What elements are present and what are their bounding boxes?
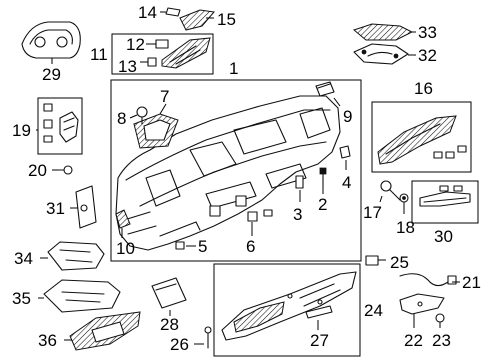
grille-part-15 <box>179 9 215 31</box>
callout-11: 11 <box>90 45 108 64</box>
callout-35: 35 <box>12 289 31 308</box>
screw-part-8 <box>129 106 148 125</box>
callout-7: 7 <box>160 87 169 106</box>
callout-15: 15 <box>217 10 236 29</box>
callout-5: 5 <box>198 237 207 256</box>
callout-21: 21 <box>462 273 481 292</box>
callout-12: 12 <box>126 35 145 54</box>
callout-8: 8 <box>117 109 126 128</box>
callout-4: 4 <box>342 173 351 192</box>
nut-part-18 <box>399 193 409 214</box>
callout-2: 2 <box>318 195 327 214</box>
screw-part-20 <box>52 165 73 175</box>
bracket-part-22 <box>399 293 445 328</box>
clip-part-3 <box>295 175 304 202</box>
glove-panel-part-24 <box>221 271 357 341</box>
vent-part-16 <box>377 115 467 165</box>
grille-part-33 <box>352 23 416 41</box>
callout-13: 13 <box>118 57 137 76</box>
callout-23: 23 <box>432 331 451 350</box>
clip-part-23 <box>435 313 445 328</box>
vent-assembly-11 <box>140 37 211 69</box>
callout-19: 19 <box>12 121 31 140</box>
callout-29: 29 <box>42 65 61 84</box>
callout-22: 22 <box>404 331 423 350</box>
callout-28: 28 <box>160 315 179 334</box>
callout-10: 10 <box>116 239 135 258</box>
sensor-part-21 <box>399 273 460 287</box>
duct-part-36 <box>64 311 141 351</box>
callout-20: 20 <box>28 161 47 180</box>
callout-31: 31 <box>46 199 65 218</box>
callout-33: 33 <box>418 23 437 42</box>
clip-part-6 <box>247 209 273 236</box>
callout-14: 14 <box>138 3 157 22</box>
bezel-part-32 <box>353 43 416 65</box>
callout-34: 34 <box>14 249 33 268</box>
callout-9: 9 <box>343 107 352 126</box>
callout-17: 17 <box>363 203 382 222</box>
vent-group-frame-16 <box>371 101 472 173</box>
callout-labels: 1 2 3 4 5 6 7 8 9 10 11 12 13 14 15 16 1… <box>12 3 481 354</box>
handle-part-27 <box>305 305 333 330</box>
clip-set-19 <box>36 103 79 143</box>
callout-18: 18 <box>396 218 415 237</box>
clip-part-14 <box>160 7 181 17</box>
callout-25: 25 <box>390 253 409 272</box>
callout-27: 27 <box>310 331 329 350</box>
cover-part-28 <box>151 277 187 316</box>
duct-part-35 <box>38 279 121 313</box>
screw-part-26 <box>194 326 212 349</box>
cluster-bezel-part <box>21 21 81 64</box>
instrument-panel-part <box>115 95 341 251</box>
callout-6: 6 <box>246 237 255 256</box>
vent-group-frame-11 <box>111 33 214 75</box>
vent-part-10 <box>115 209 131 238</box>
clip-part-4 <box>339 145 351 170</box>
trim-part-30 <box>419 185 471 207</box>
callout-36: 36 <box>38 331 57 350</box>
callout-1: 1 <box>229 59 238 78</box>
vent-part-9 <box>315 81 341 107</box>
display-bezel-part <box>133 103 179 149</box>
callout-32: 32 <box>418 46 437 65</box>
panel-frame-24 <box>213 263 361 357</box>
clip-part-25 <box>365 255 386 266</box>
callout-24: 24 <box>364 301 383 320</box>
dashboard-frame <box>110 79 362 262</box>
callout-30: 30 <box>434 227 453 246</box>
panel-part-31 <box>70 185 97 229</box>
trim-frame-30 <box>411 180 479 224</box>
bracket-part-34 <box>40 241 105 271</box>
callout-16: 16 <box>414 79 433 98</box>
bolt-part-2 <box>319 167 327 194</box>
callout-26: 26 <box>170 335 189 354</box>
clip-group-frame-19 <box>37 97 83 155</box>
bolt-part-17 <box>379 180 401 203</box>
clip-part-5 <box>175 241 196 250</box>
callout-3: 3 <box>293 205 302 224</box>
